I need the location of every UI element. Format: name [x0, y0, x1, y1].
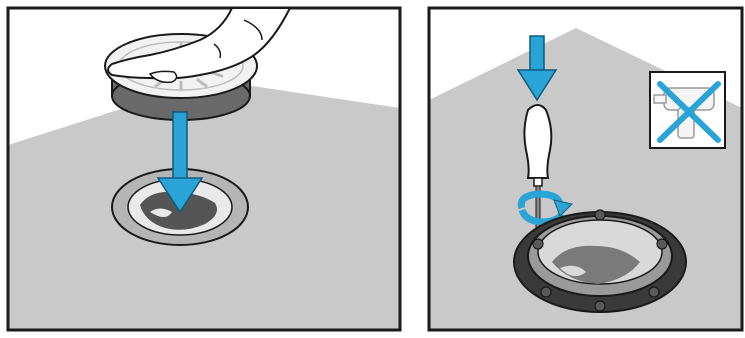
- drain-flange-icon: [514, 210, 686, 312]
- step-1-illustration: [0, 0, 407, 338]
- step-1-panel: [0, 0, 407, 338]
- step-2-illustration: [426, 0, 745, 338]
- step-2-panel: [426, 0, 745, 338]
- no-power-drill-icon: [650, 72, 725, 148]
